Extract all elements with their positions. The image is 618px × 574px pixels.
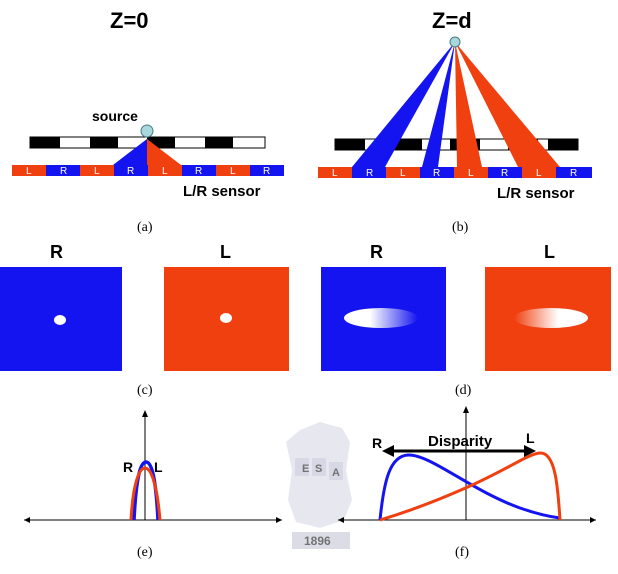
panel-e-x-axis-arrow-right — [276, 517, 282, 523]
panel-f-curve-r — [378, 453, 561, 521]
seal-block — [329, 462, 343, 480]
sensor-segment-l — [386, 167, 420, 178]
panel-d-image-l-label: L — [544, 242, 555, 262]
panel-a-cone-red — [147, 139, 181, 165]
panel-f-curve-l — [379, 451, 562, 522]
panel-b-heading: Z=d — [432, 8, 472, 33]
panel-b-source-dot — [449, 36, 461, 48]
panel-f: Disparity R L (f) — [338, 406, 596, 560]
panel-e-label-r: R — [123, 459, 133, 475]
seal-block — [295, 458, 309, 476]
sensor-segment-l — [318, 167, 352, 178]
panel-d-image-r-spot — [344, 308, 418, 328]
sensor-segment-label: R — [570, 168, 577, 179]
panel-b-cone-blue — [422, 42, 455, 167]
panel-e: R L (e) — [24, 410, 282, 560]
panel-e-y-axis-arrow — [142, 410, 148, 417]
panel-e-x-axis-arrow-left — [24, 517, 30, 523]
sensor-segment-label: R — [60, 166, 67, 177]
panel-f-disparity-arrowhead-left — [382, 445, 394, 457]
panel-b-cone-red — [455, 42, 482, 167]
sensor-segment-r — [250, 165, 284, 176]
panel-c-image-l-spot — [220, 313, 232, 323]
sensor-segment-r — [46, 165, 80, 176]
seal-letter: A — [332, 467, 340, 479]
sensor-segment-r — [420, 167, 454, 178]
panel-e-caption: (e) — [137, 545, 153, 560]
sensor-segment-l — [12, 165, 46, 176]
panel-d-caption: (d) — [455, 383, 472, 398]
sensor-segment-r — [488, 167, 522, 178]
sensor-segment-label: L — [536, 168, 542, 179]
sensor-segment-label: R — [366, 168, 373, 179]
sensor-segment-label: R — [127, 166, 134, 177]
panel-c: R L (c) — [0, 242, 289, 398]
panel-f-x-axis-arrow-right — [590, 517, 596, 523]
sensor-segment-r — [182, 165, 216, 176]
panel-f-disparity-label: Disparity — [428, 433, 493, 450]
seal-letter: E — [302, 463, 309, 475]
sensor-segment-r — [556, 167, 592, 178]
panel-a: Z=0 source L R L R L — [12, 8, 284, 235]
panel-f-label-l: L — [526, 430, 535, 446]
sensor-segment-label: L — [26, 166, 32, 177]
sensor-segment-label: R — [501, 168, 508, 179]
sensor-segment-l — [522, 167, 556, 178]
panel-f-caption: (f) — [455, 545, 469, 560]
panel-a-source-dot — [140, 124, 154, 138]
panel-f-label-r: R — [372, 435, 382, 451]
panel-b: Z=d L R L R — [318, 8, 592, 235]
panel-d: R L (d) — [321, 242, 611, 398]
sensor-segment-label: L — [400, 168, 406, 179]
panel-b-sensor-label: L/R sensor — [497, 185, 575, 202]
panel-a-heading: Z=0 — [110, 8, 149, 33]
panel-b-cone-blue — [352, 42, 455, 167]
panel-b-caption: (b) — [452, 220, 469, 235]
panel-d-image-r-label: R — [370, 242, 383, 262]
panel-a-cone-blue — [113, 139, 147, 165]
seal-banner — [292, 532, 350, 549]
panel-e-curve-l — [129, 466, 162, 521]
panel-c-image-l-label: L — [220, 242, 231, 262]
sensor-segment-label: R — [263, 166, 270, 177]
sensor-segment-label: R — [195, 166, 202, 177]
sensor-segment-label: L — [162, 166, 168, 177]
sensor-segment-l — [216, 165, 250, 176]
watermark-seal: E S A 1896 — [286, 422, 352, 549]
sensor-segment-label: L — [332, 168, 338, 179]
panel-a-source-label: source — [92, 108, 138, 124]
sensor-segment-l — [148, 165, 182, 176]
panel-c-caption: (c) — [137, 383, 153, 398]
panel-c-image-r-label: R — [50, 242, 63, 262]
panel-c-image-r-spot — [54, 315, 66, 325]
panel-f-x-axis-arrow-left — [338, 517, 344, 523]
sensor-segment-label: L — [230, 166, 236, 177]
seal-year: 1896 — [304, 534, 331, 548]
sensor-segment-r — [352, 167, 386, 178]
panel-b-sensor-strip: L R L R L R L R — [318, 167, 592, 179]
panel-a-caption: (a) — [137, 220, 153, 235]
panel-d-image-l-spot — [514, 308, 588, 328]
panel-a-sensor-strip: L R L R L R L R — [12, 165, 284, 177]
seal-block — [312, 458, 326, 476]
panel-f-disparity-arrowhead-right — [524, 445, 536, 457]
panel-b-cone-red — [455, 42, 560, 167]
sensor-segment-l — [80, 165, 114, 176]
sensor-segment-label: L — [468, 168, 474, 179]
panel-a-sensor-label: L/R sensor — [183, 183, 261, 200]
seal-letter: S — [315, 463, 322, 475]
sensor-segment-r — [114, 165, 148, 176]
sensor-segment-l — [454, 167, 488, 178]
sensor-segment-label: R — [433, 168, 440, 179]
panel-f-y-axis-arrow — [463, 406, 469, 413]
sensor-segment-label: L — [94, 166, 100, 177]
panel-e-label-l: L — [154, 459, 163, 475]
